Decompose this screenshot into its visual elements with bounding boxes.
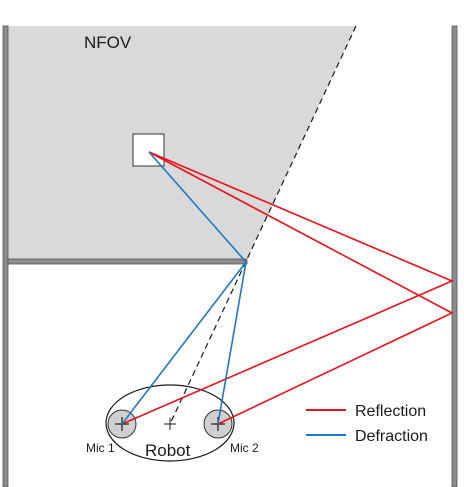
partition-wall xyxy=(7,258,248,265)
defraction-path-2 xyxy=(217,261,247,425)
mic-1-label: Mic 1 xyxy=(86,441,115,455)
reflection-path-1 xyxy=(121,151,455,425)
legend: Reflection Defraction xyxy=(306,403,428,445)
robot-label: Robot xyxy=(145,441,191,460)
right-wall xyxy=(451,25,458,487)
robot-body xyxy=(105,384,235,462)
fov-boundary-line xyxy=(169,25,357,425)
mic-2-label: Mic 2 xyxy=(230,441,259,455)
legend-label-defraction: Defraction xyxy=(355,428,428,445)
nfov-label: NFOV xyxy=(84,33,132,52)
reflection-paths xyxy=(121,151,455,425)
nfov-region xyxy=(8,26,356,261)
left-wall xyxy=(2,25,9,487)
legend-label-reflection: Reflection xyxy=(355,403,426,420)
defraction-paths xyxy=(121,151,248,425)
robot-center-cross xyxy=(164,418,176,430)
reflection-path-2 xyxy=(148,151,454,425)
sound-source xyxy=(132,133,165,167)
